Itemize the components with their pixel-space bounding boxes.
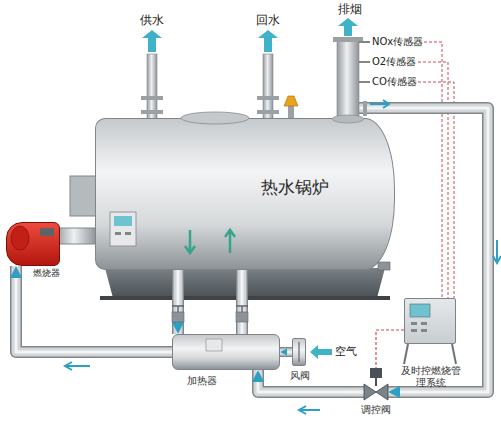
flow-arrow-up (142, 30, 162, 52)
pipe-body (280, 349, 292, 356)
flow-arrow (178, 270, 179, 334)
sensor-signal-line (418, 62, 448, 298)
pipe-flange (141, 110, 163, 114)
pipe-label: 排烟 (338, 3, 362, 15)
part-label: 燃烧器 (33, 268, 60, 279)
gate-valve-stem (177, 306, 179, 312)
pipe-outline (280, 347, 292, 357)
pipe-label: 回水 (256, 14, 280, 26)
damper-blade (298, 342, 299, 362)
pipe-label: 供水 (140, 14, 164, 26)
sensor-label: O2传感器 (372, 57, 416, 67)
pipe-connector (16, 266, 172, 352)
control-valve: 调控阀 (364, 368, 388, 400)
chimney (337, 40, 359, 120)
flow-arrow-up (258, 30, 278, 52)
sensor-stub (359, 41, 370, 43)
pipe-flange (257, 96, 279, 100)
pipe-highlight (258, 370, 364, 392)
boiler-name: 热水锅炉 (261, 177, 329, 197)
cabinet-button (421, 329, 427, 332)
part-label: 风阀 (290, 370, 310, 382)
sensor-stub (359, 61, 370, 63)
pipe-connector (280, 352, 292, 353)
pipe-flange (141, 96, 163, 100)
part-label: 及时控燃烧管理系统 (401, 365, 461, 389)
pipe-flange (363, 101, 367, 116)
flow-arrow-left (65, 362, 90, 370)
air-inlet-arrow (310, 345, 332, 359)
flow-arrow-up (338, 18, 358, 36)
valve-actuator (370, 368, 382, 378)
flow-arrow-down (185, 230, 195, 253)
pipe-connector (178, 270, 179, 334)
pipe-body (16, 266, 172, 352)
control-cabinet: 及时控燃烧管理系统 (404, 298, 456, 344)
part-label: 加热器 (187, 375, 217, 387)
flow-arrow (258, 370, 364, 392)
boiler-control-panel (110, 212, 136, 246)
pipe-outline (16, 266, 172, 352)
pipe-connector (258, 370, 364, 392)
pipe-outline (172, 270, 184, 334)
sensor-stub (359, 81, 370, 83)
sensor-label: CO传感器 (372, 77, 417, 87)
gate-valve-handle (236, 305, 248, 307)
air-damper: 风阀 (292, 338, 306, 366)
burner: 燃烧器 (6, 222, 60, 266)
boiler-body: 热水锅炉 (95, 118, 395, 270)
sensor-signal-line (418, 82, 454, 298)
sensor-signal-line (424, 42, 442, 298)
burner-fan-housing (11, 226, 29, 250)
sensor-label: NOx传感器 (372, 37, 423, 47)
burner-motor (40, 228, 54, 236)
flow-arrow-up (225, 230, 235, 253)
burner-tube (56, 228, 96, 244)
pipe-highlight (16, 266, 172, 352)
heater: 加热器 (172, 334, 280, 370)
panel-button (125, 232, 131, 235)
panel-screen (114, 216, 132, 226)
pipe-outline (258, 370, 364, 392)
drain-valve (378, 262, 390, 270)
part-label: 调控阀 (361, 404, 391, 416)
cabinet-button (421, 322, 427, 325)
cabinet-leg (404, 344, 408, 364)
burner-mount-plate (70, 176, 96, 216)
cabinet-leg (452, 344, 456, 364)
cabinet-button (411, 322, 417, 325)
flow-arrow-right (370, 100, 389, 108)
flow-arrow (280, 352, 292, 353)
valve-body (364, 384, 388, 400)
pipe-body (174, 270, 183, 334)
flow-arrow-down (493, 240, 501, 263)
panel-button (115, 232, 121, 235)
valve-stem (375, 378, 377, 386)
flow-arrow-left (299, 406, 320, 414)
gate-valve (236, 312, 248, 322)
signal-line (376, 330, 404, 368)
chimney-cap (333, 37, 363, 42)
cabinet-screen (410, 304, 430, 317)
gate-valve-stem (241, 306, 243, 312)
flow-arrow (16, 266, 172, 352)
pipe-highlight (280, 351, 292, 353)
air-label: 空气 (335, 346, 357, 357)
gate-valve-handle (172, 305, 184, 307)
chimney-collar (332, 115, 364, 123)
pipe-flange (257, 110, 279, 114)
gate-valve (172, 312, 184, 322)
safety-valve (284, 96, 298, 106)
control-signal-line (376, 330, 404, 368)
cabinet-button (411, 329, 417, 332)
pipe-body (258, 370, 364, 392)
pipe-highlight (177, 270, 180, 334)
heater-panel (206, 339, 222, 351)
safety-valve-stem (288, 106, 294, 118)
boiler-dome (181, 112, 249, 124)
